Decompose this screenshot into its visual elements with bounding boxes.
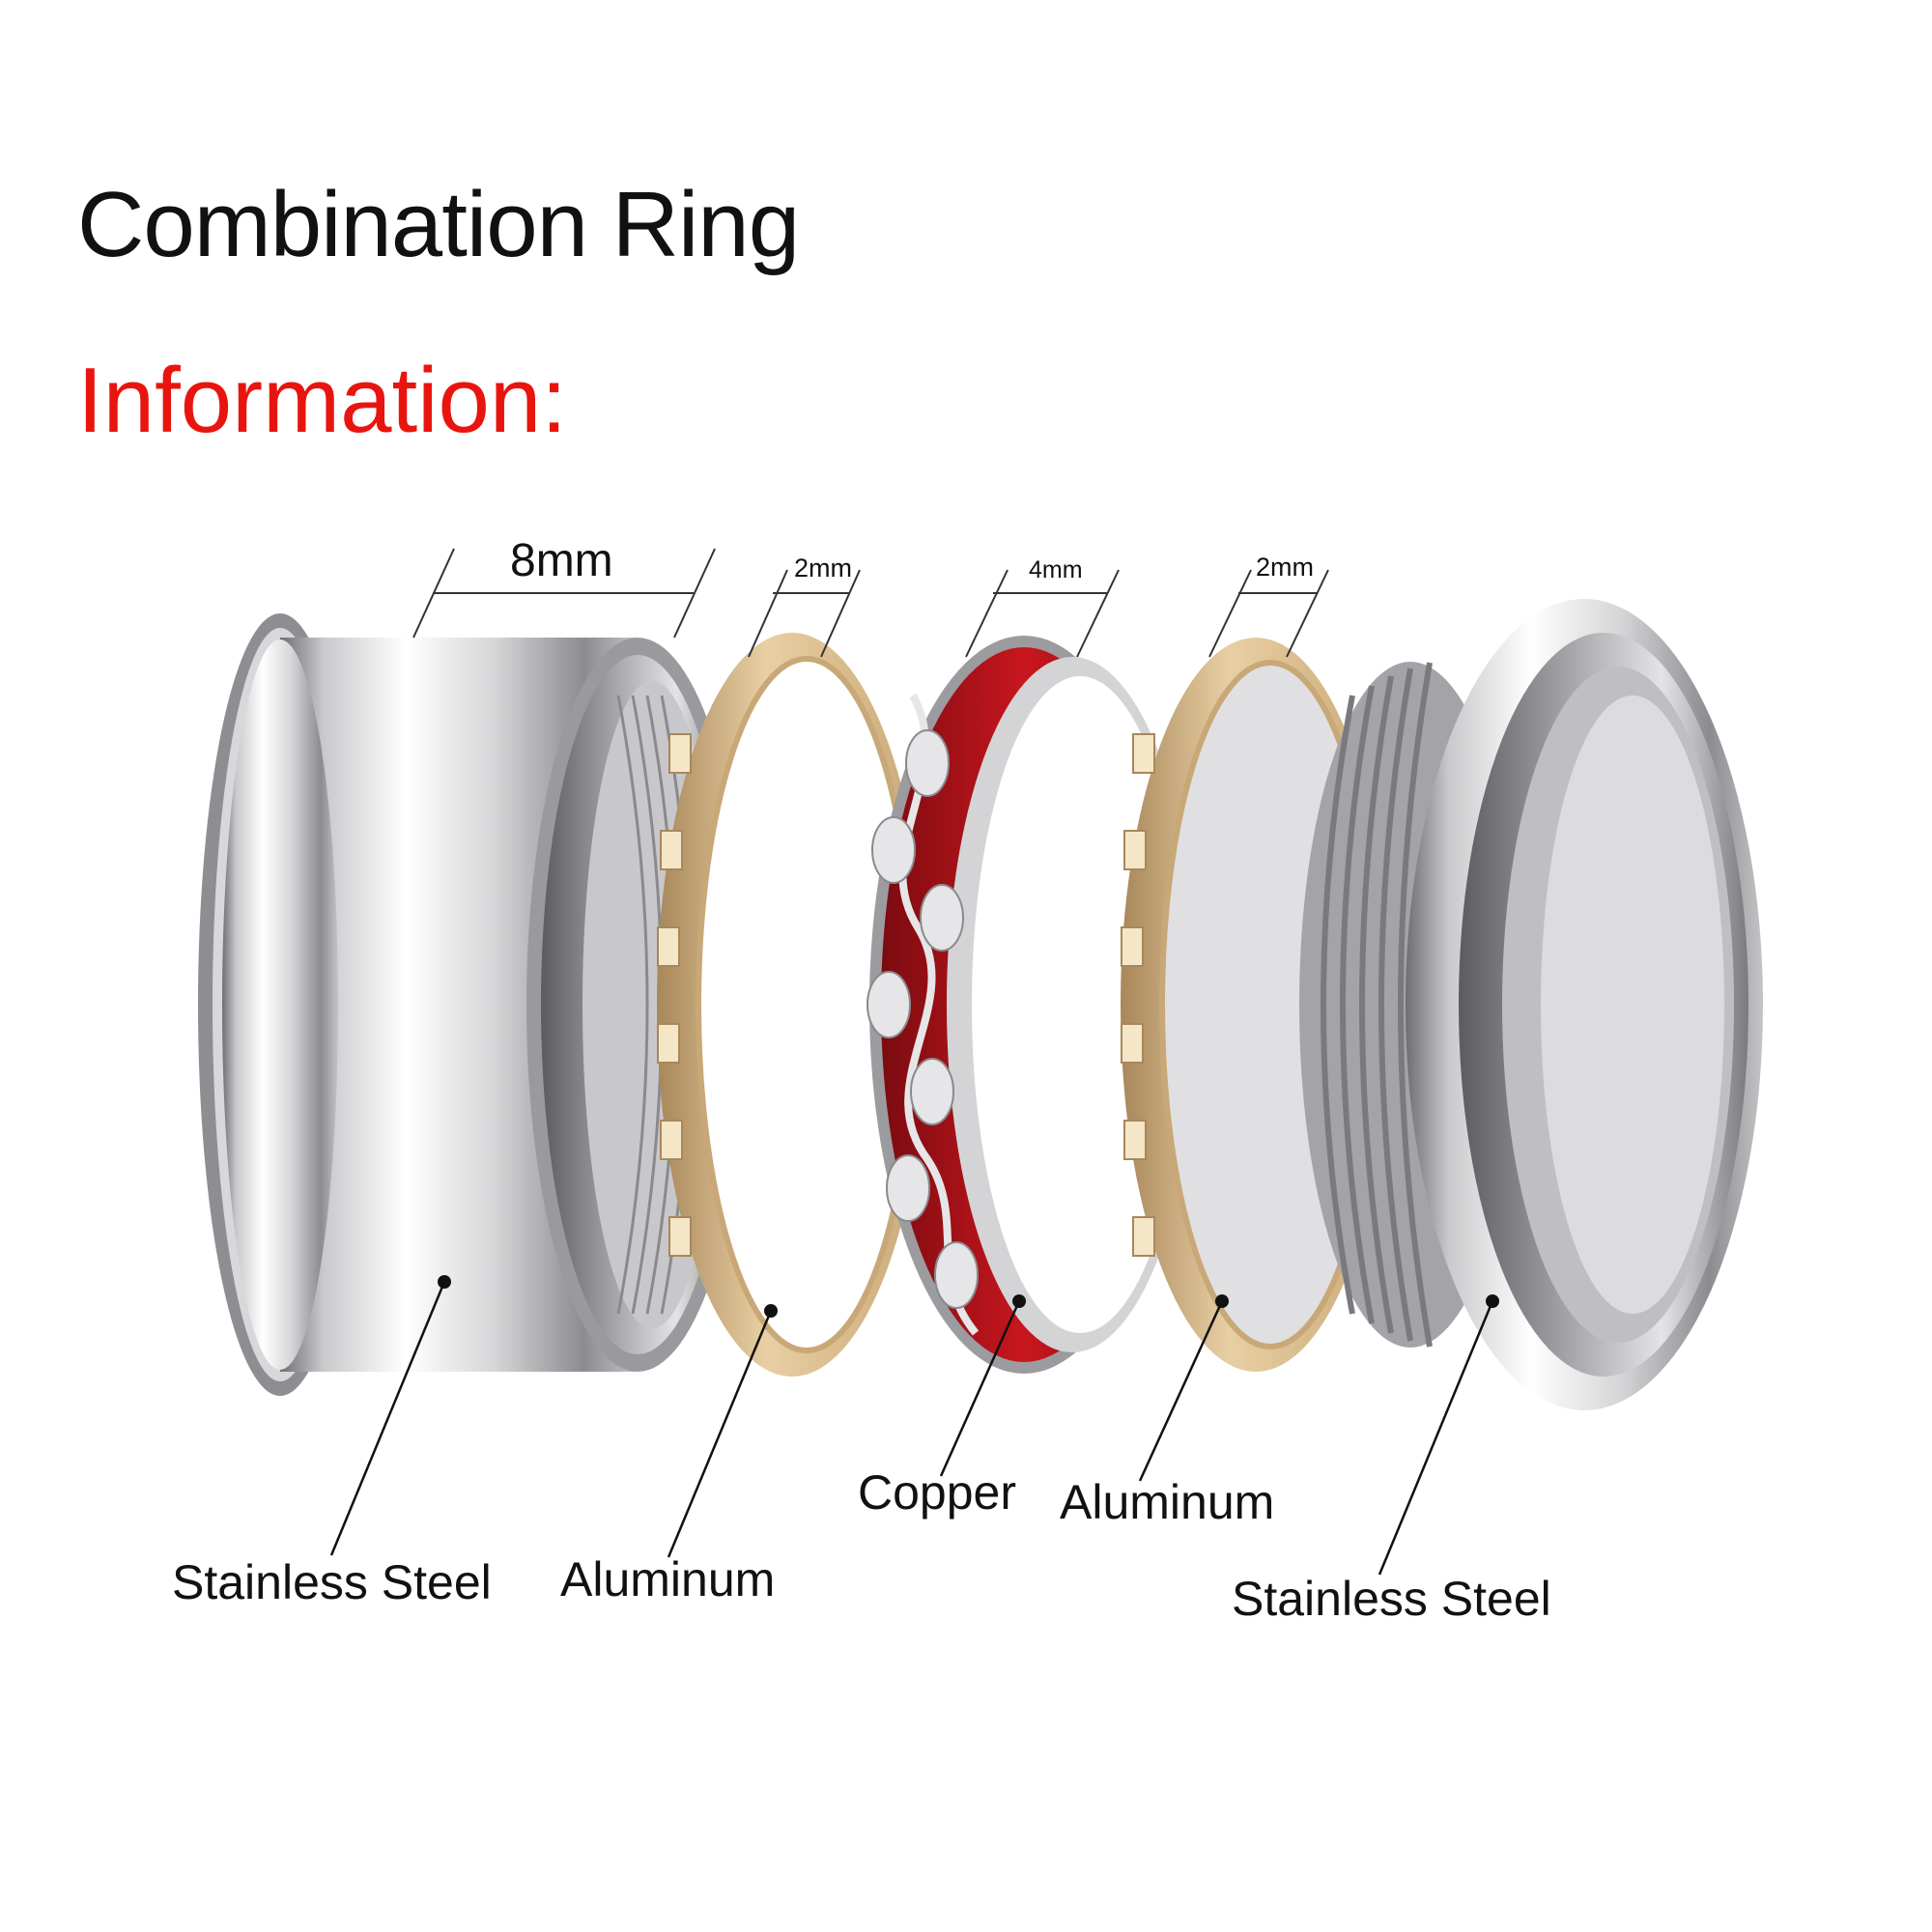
callout-aluminum-right: Aluminum [1060,1294,1274,1529]
dimension-4mm: 4mm [965,556,1120,658]
material-label: Aluminum [1060,1475,1274,1529]
callout-aluminum-left: Aluminum [560,1304,778,1606]
dimension-label: 8mm [510,535,613,586]
dimension-label: 4mm [1029,556,1083,583]
ring-copper [867,636,1198,1374]
callout-stainless-steel-right: Stainless Steel [1232,1294,1551,1626]
dimension-8mm: 8mm [412,535,716,639]
callout-copper: Copper [858,1294,1026,1520]
ring-stainless-steel-right [1299,599,1763,1410]
material-label: Stainless Steel [172,1555,492,1609]
dimension-label: 2mm [1256,553,1314,582]
material-label: Stainless Steel [1232,1572,1551,1626]
callout-stainless-steel-left: Stainless Steel [172,1275,492,1609]
material-label: Copper [858,1465,1016,1520]
information-heading: Information: [77,349,567,452]
page-title: Combination Ring [77,173,800,276]
material-label: Aluminum [560,1552,775,1606]
dimension-2mm-left: 2mm [748,554,861,658]
dimension-label: 2mm [794,554,852,582]
ring-aluminum-left [657,633,927,1377]
dimension-2mm-right: 2mm [1208,553,1329,658]
